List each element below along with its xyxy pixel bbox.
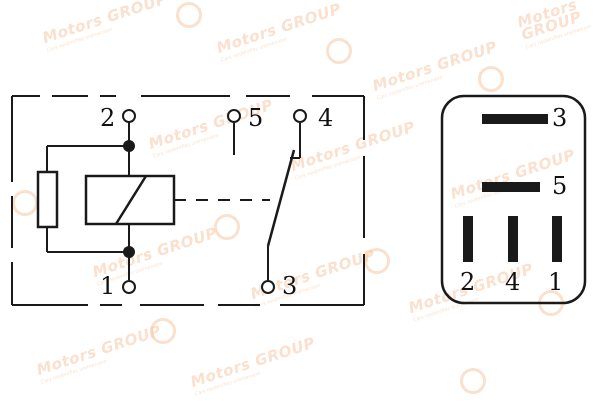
terminal-1 (122, 280, 136, 294)
label-pin-4: 4 (318, 104, 334, 132)
watermark-logo-icon (150, 318, 176, 344)
terminal-5 (227, 109, 241, 123)
connector-blades (463, 114, 562, 262)
watermark-logo-icon (12, 190, 38, 216)
blade-5 (482, 182, 540, 192)
watermark-logo-icon (460, 368, 486, 394)
blade-2 (463, 216, 473, 262)
label-pin-2: 2 (100, 104, 116, 132)
connector-outline (440, 94, 587, 305)
label-pin-1: 1 (100, 272, 116, 300)
connector-label-4: 4 (505, 268, 521, 296)
blade-3 (482, 114, 548, 124)
coil-circuit (36, 122, 176, 280)
watermark-logo-icon (214, 214, 240, 240)
blade-1 (552, 216, 562, 262)
terminal-4 (293, 109, 307, 123)
connector-label-1: 1 (548, 268, 564, 296)
terminal-3 (261, 280, 275, 294)
switch-arm (266, 149, 296, 247)
connector-label-5: 5 (552, 172, 568, 200)
watermark-logo-icon (176, 2, 202, 28)
label-pin-3: 3 (282, 272, 298, 300)
schematic-housing (11, 95, 365, 306)
terminal-2 (122, 109, 136, 123)
connector-label-2: 2 (460, 268, 476, 296)
junction-top (123, 140, 135, 152)
junction-dots (123, 140, 135, 258)
resistor (36, 170, 59, 229)
blade-4 (508, 216, 518, 262)
junction-bottom (123, 246, 135, 258)
coil-diagonal (114, 175, 148, 225)
watermark-logo-icon (364, 248, 390, 274)
watermark-logo-icon (326, 38, 352, 64)
watermark-logo-icon (478, 66, 504, 92)
contact-switch (233, 123, 301, 280)
connector-label-3: 3 (552, 104, 568, 132)
schematic-terminals (122, 109, 307, 294)
connector-view (440, 94, 587, 305)
label-pin-5: 5 (248, 104, 264, 132)
